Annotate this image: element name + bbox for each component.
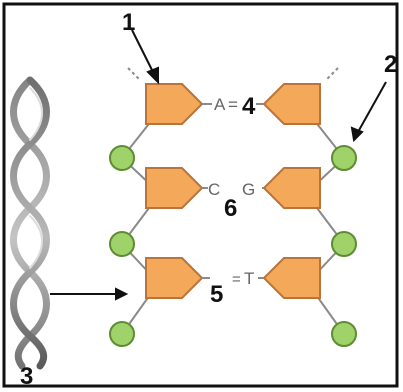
phosphate-right-2 (331, 231, 357, 257)
base-C: C (208, 180, 220, 199)
strand-continuation-left (127, 67, 141, 81)
frame-border (2, 2, 399, 388)
bond-row1: = (228, 95, 238, 114)
sugar-left-2 (145, 167, 204, 209)
base-G: G (242, 180, 255, 199)
base-T: T (244, 269, 254, 288)
sugar-right-1 (262, 83, 321, 125)
double-helix (10, 76, 50, 370)
phosphate-left-1 (109, 145, 135, 171)
phosphate-right-1 (331, 145, 357, 171)
base-A: A (214, 95, 226, 114)
phosphate-left-2 (109, 231, 135, 257)
sugar-right-2 (262, 167, 321, 209)
base-pair-connectors (202, 103, 264, 279)
sugar-right-3 (262, 257, 321, 299)
callout-5: 5 (210, 281, 223, 308)
callout-3: 3 (20, 363, 33, 390)
bond-row3: = (232, 271, 241, 288)
callout-1: 1 (122, 9, 135, 36)
callout-6: 6 (224, 195, 237, 222)
callout-2: 2 (384, 51, 397, 78)
phosphate-right-3 (331, 321, 357, 347)
strand-continuation-right (325, 67, 339, 81)
phosphate-left-3 (109, 321, 135, 347)
callout-arrows (50, 29, 387, 301)
sugar-left-3 (145, 257, 204, 299)
sugar-left-1 (145, 83, 204, 125)
callout-4: 4 (242, 93, 256, 120)
